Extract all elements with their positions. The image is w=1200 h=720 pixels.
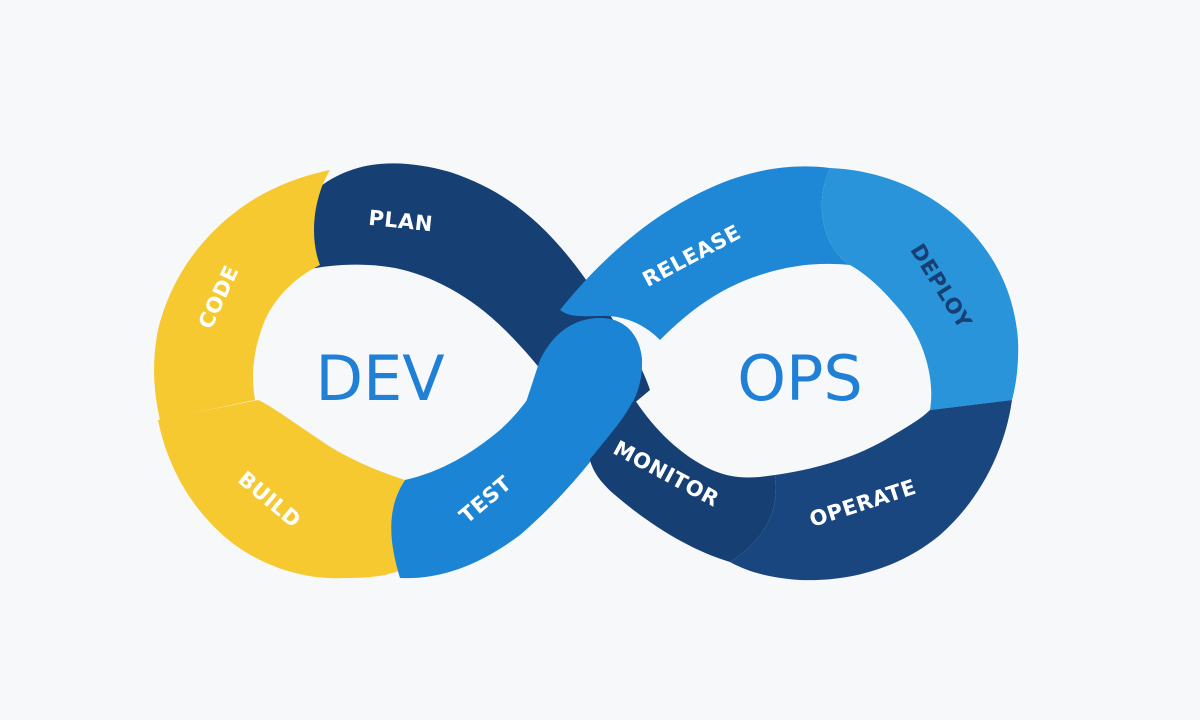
segment-code — [154, 170, 330, 420]
segment-deploy — [821, 168, 1019, 410]
dev-word: DEV — [315, 342, 444, 415]
segment-operate — [730, 400, 1012, 581]
segment-monitor — [588, 400, 776, 562]
ops-word: OPS — [737, 342, 863, 415]
segment-test-overlap — [500, 318, 643, 515]
segment-release — [560, 166, 850, 340]
segment-build — [158, 400, 410, 579]
